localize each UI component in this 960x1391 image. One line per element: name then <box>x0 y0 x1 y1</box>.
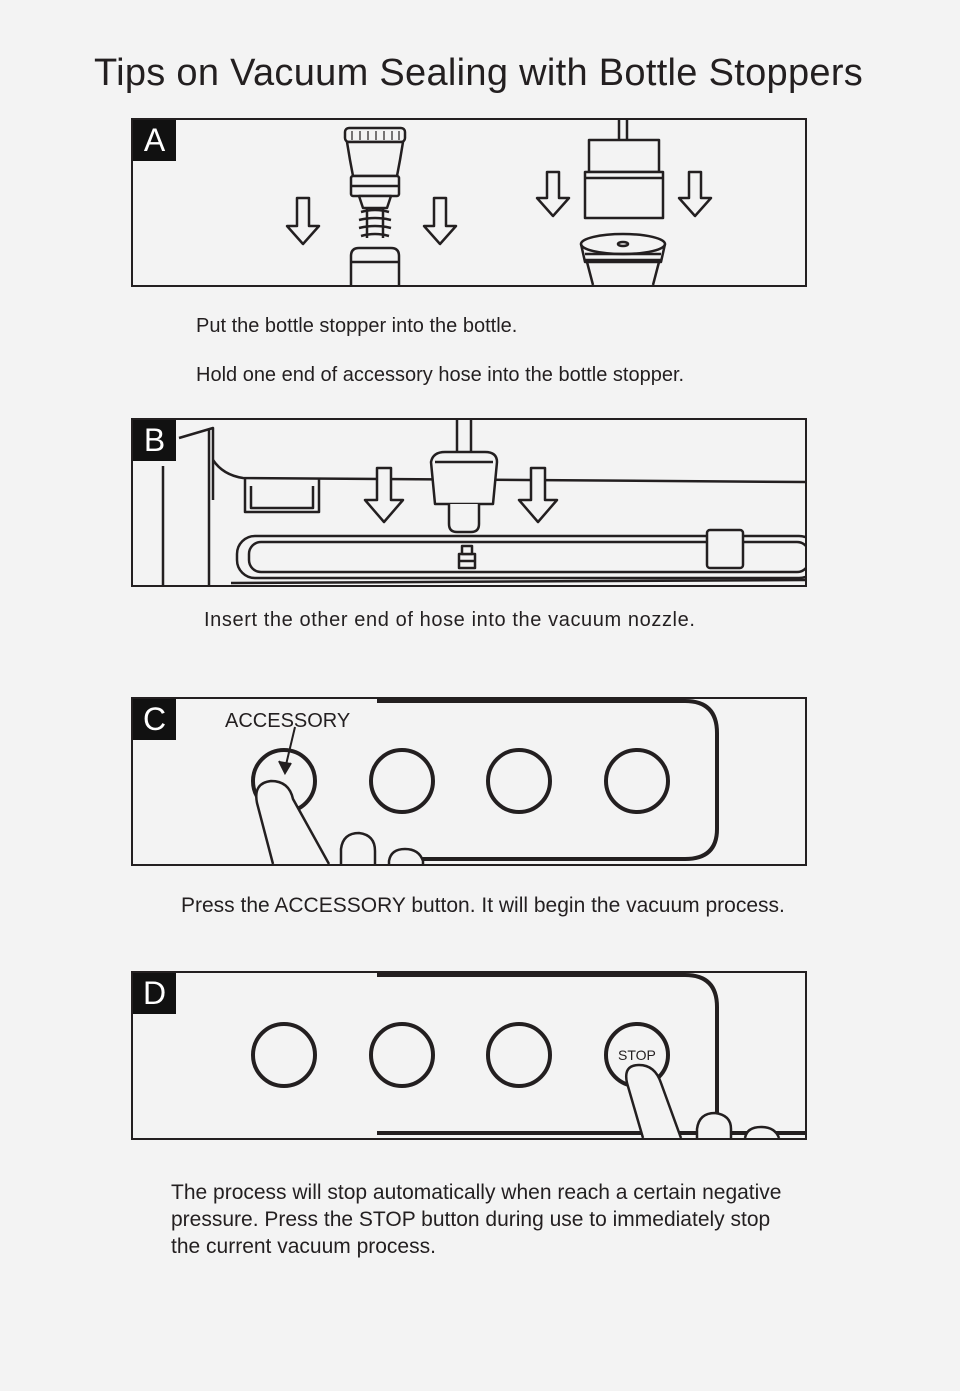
control-panel-outline <box>377 699 719 861</box>
panel-button-2 <box>369 748 435 814</box>
step-b-illustration: B <box>131 418 807 587</box>
down-arrow-icon <box>535 170 571 218</box>
step-d-instruction: The process will stop automatically when… <box>171 1181 782 1258</box>
page-title: Tips on Vacuum Sealing with Bottle Stopp… <box>94 52 864 94</box>
step-d-illustration: D STOP <box>131 971 807 1140</box>
step-letter-d: D <box>133 973 176 1014</box>
bottle-stopper-icon <box>579 232 667 285</box>
down-arrow-icon <box>422 196 458 246</box>
control-panel-outline <box>377 973 719 1113</box>
stop-button-label: STOP <box>618 1047 656 1063</box>
down-arrow-icon <box>677 170 713 218</box>
down-arrow-icon <box>363 466 405 524</box>
panel-button-3 <box>486 1022 552 1088</box>
step-b-instruction: Insert the other end of hose into the va… <box>204 609 696 631</box>
down-arrow-icon <box>285 196 321 246</box>
down-arrow-icon <box>517 466 559 524</box>
sealer-body-icon <box>161 426 805 585</box>
panel-button-3 <box>486 748 552 814</box>
step-c-illustration: C ACCESSORY <box>131 697 807 866</box>
vacuum-hose-icon <box>429 420 499 534</box>
step-a-illustration: A <box>131 118 807 287</box>
panel-button-2 <box>369 1022 435 1088</box>
vacuum-nozzle-icon <box>457 544 477 570</box>
step-letter-a: A <box>133 120 176 161</box>
bottle-neck-icon <box>349 246 401 285</box>
finger-icon <box>625 1063 781 1138</box>
finger-icon <box>255 779 425 864</box>
accessory-button-label: ACCESSORY <box>225 710 351 732</box>
step-letter-b: B <box>133 420 176 461</box>
panel-button-1 <box>251 1022 317 1088</box>
pointer-arrow-icon <box>278 726 296 776</box>
step-a-instruction-2: Hold one end of accessory hose into the … <box>196 364 685 386</box>
panel-button-4 <box>604 748 670 814</box>
bottle-stopper-icon <box>343 126 407 238</box>
vacuum-hose-icon <box>583 120 665 220</box>
step-c-instruction: Press the ACCESSORY button. It will begi… <box>181 894 785 917</box>
step-a-instruction-1: Put the bottle stopper into the bottle. <box>196 315 518 337</box>
step-letter-c: C <box>133 699 176 740</box>
